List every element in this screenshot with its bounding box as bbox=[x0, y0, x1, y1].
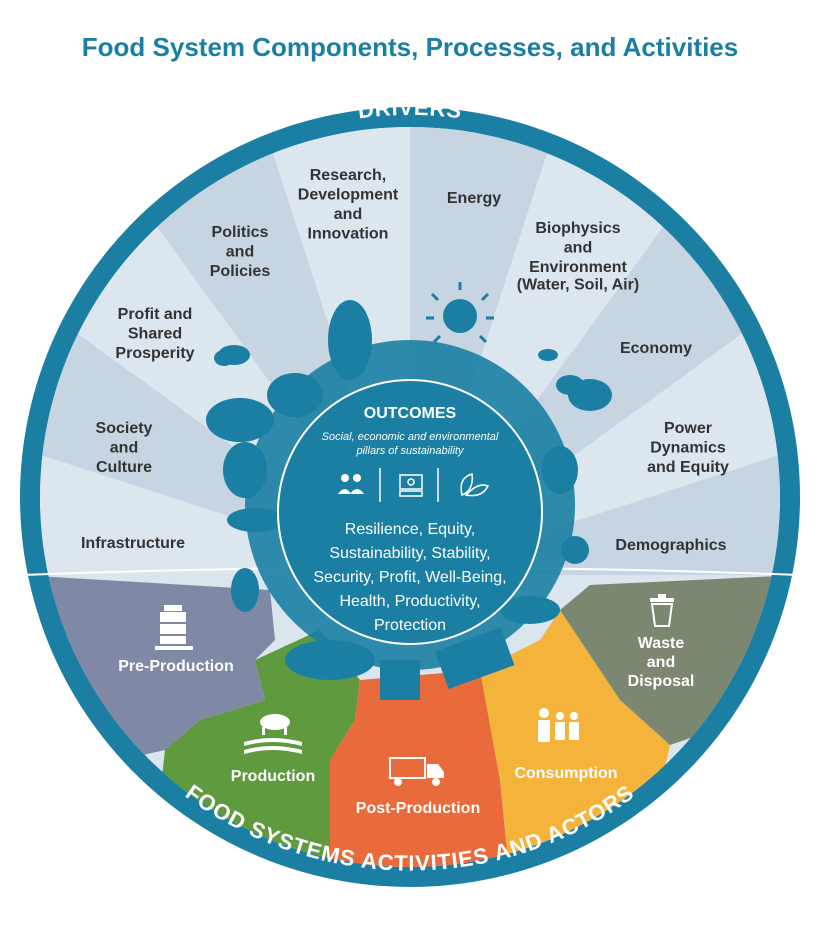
activity-label-pre-production: Pre-Production bbox=[118, 658, 234, 675]
activity-label-consumption: Consumption bbox=[514, 765, 617, 782]
outcome-line: Security, Profit, Well-Being, bbox=[313, 569, 506, 586]
driver-label-research: and bbox=[334, 206, 362, 223]
outcomes-subtitle-2: pillars of sustainability bbox=[356, 445, 465, 457]
driver-label-power: and Equity bbox=[647, 459, 729, 476]
pallet-boxes-icon bbox=[155, 605, 193, 650]
outcomes-panel: OUTCOMES Social, economic and environmen… bbox=[277, 379, 543, 645]
sun-icon bbox=[443, 299, 477, 333]
driver-label-biophysics: Biophysics bbox=[535, 220, 620, 237]
activity-label-production: Production bbox=[231, 768, 315, 785]
driver-label-politics: Policies bbox=[210, 263, 271, 280]
driver-label-profit: Profit and bbox=[118, 306, 193, 323]
sun-rays bbox=[426, 282, 494, 344]
driver-label-research: Innovation bbox=[308, 226, 389, 243]
driver-label-research: Development bbox=[298, 187, 399, 204]
outcome-line: Sustainability, Stability, bbox=[329, 545, 490, 562]
family-icon bbox=[538, 708, 579, 742]
driver-label-economy: Economy bbox=[620, 340, 692, 357]
driver-label-society: Society bbox=[96, 420, 153, 437]
driver-label-politics: and bbox=[226, 244, 254, 261]
driver-label-energy: Energy bbox=[447, 190, 501, 207]
outcomes-heading: OUTCOMES bbox=[364, 405, 457, 422]
activity-label-post-production: Post-Production bbox=[356, 800, 480, 817]
cloud-left-icon bbox=[214, 345, 250, 366]
people-icon bbox=[338, 474, 364, 494]
driver-label-society: Culture bbox=[96, 459, 152, 476]
outcomes-subtitle-1: Social, economic and environmental bbox=[322, 431, 499, 443]
driver-label-profit: Shared bbox=[128, 326, 182, 343]
outcome-line: Protection bbox=[374, 617, 446, 634]
driver-label-infrastructure: Infrastructure bbox=[81, 535, 185, 552]
driver-note-biophysics: (Water, Soil, Air) bbox=[517, 277, 639, 294]
drivers-label: DRIVERS bbox=[356, 95, 463, 123]
activity-label-waste: and bbox=[647, 654, 675, 671]
driver-label-demographics: Demographics bbox=[615, 537, 726, 554]
activity-label-waste: Disposal bbox=[628, 673, 695, 690]
driver-label-profit: Prosperity bbox=[115, 345, 194, 362]
outcome-line: Health, Productivity, bbox=[339, 593, 480, 610]
truck-icon bbox=[389, 757, 444, 786]
driver-label-politics: Politics bbox=[212, 224, 269, 241]
trash-can-icon bbox=[650, 594, 674, 627]
driver-label-society: and bbox=[110, 440, 138, 457]
driver-label-power: Power bbox=[664, 420, 712, 437]
page-title: Food System Components, Processes, and A… bbox=[81, 32, 739, 62]
driver-label-biophysics: Environment bbox=[529, 259, 627, 276]
money-icon bbox=[399, 474, 423, 497]
sector-post-production[interactable] bbox=[330, 670, 510, 880]
driver-label-research: Research, bbox=[310, 167, 387, 184]
driver-label-power: Dynamics bbox=[650, 440, 726, 457]
driver-label-biophysics: and bbox=[564, 240, 592, 257]
leaves-icon bbox=[460, 473, 490, 497]
weather-decorations bbox=[214, 282, 612, 411]
cloud-right-icon bbox=[538, 349, 612, 411]
farm-animal-icon bbox=[244, 714, 302, 754]
activity-label-waste: Waste bbox=[638, 635, 685, 652]
outcome-line: Resilience, Equity, bbox=[345, 521, 475, 538]
activity-icons bbox=[155, 594, 674, 786]
